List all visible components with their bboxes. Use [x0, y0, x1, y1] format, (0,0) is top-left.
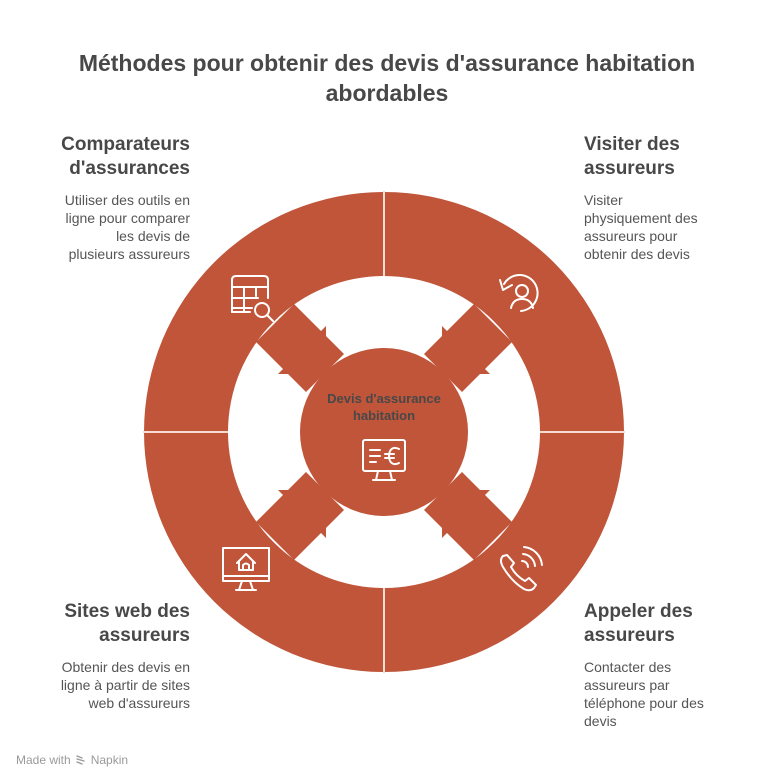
block-visiter: Visiter des assureurs Visiter physiqueme… — [584, 133, 744, 263]
center-label: Devis d'assurance habitation — [314, 390, 454, 424]
block-comparateurs: Comparateurs d'assurances Utiliser des o… — [30, 133, 190, 263]
block-sites-web: Sites web des assureurs Obtenir des devi… — [30, 600, 190, 712]
monitor-home-icon — [222, 547, 270, 591]
footer-brand: Napkin — [90, 753, 129, 767]
block-title: Sites web des assureurs — [64, 601, 190, 646]
title-line-1: Méthodes pour obtenir des devis d'assura… — [78, 50, 696, 76]
block-title: Appeler des assureurs — [584, 601, 693, 646]
quadrant-dividers — [143, 191, 625, 673]
table-search-icon — [231, 275, 274, 322]
block-appeler: Appeler des assureurs Contacter des assu… — [584, 600, 744, 730]
block-description: Visiter physiquement des assureurs pour … — [584, 192, 698, 262]
phone-call-icon — [500, 546, 543, 592]
title-line-2: abordables — [325, 80, 449, 106]
block-title: Comparateurs d'assurances — [61, 134, 190, 179]
block-description: Contacter des assureurs par téléphone po… — [584, 659, 704, 729]
footer-text: Made with — [16, 753, 71, 767]
center-circle — [300, 348, 468, 516]
user-return-icon — [499, 274, 539, 312]
page-title: Méthodes pour obtenir des devis d'assura… — [0, 48, 774, 108]
monitor-euro-icon — [362, 439, 406, 481]
center-label-line-2: habitation — [352, 408, 416, 423]
block-title: Visiter des assureurs — [584, 134, 680, 179]
napkin-logo-icon — [76, 755, 85, 765]
block-description: Obtenir des devis en ligne à partir de s… — [60, 659, 190, 711]
footer-attribution[interactable]: Made with Napkin — [16, 753, 128, 767]
center-label-line-1: Devis d'assurance — [327, 391, 441, 406]
block-description: Utiliser des outils en ligne pour compar… — [64, 192, 190, 262]
